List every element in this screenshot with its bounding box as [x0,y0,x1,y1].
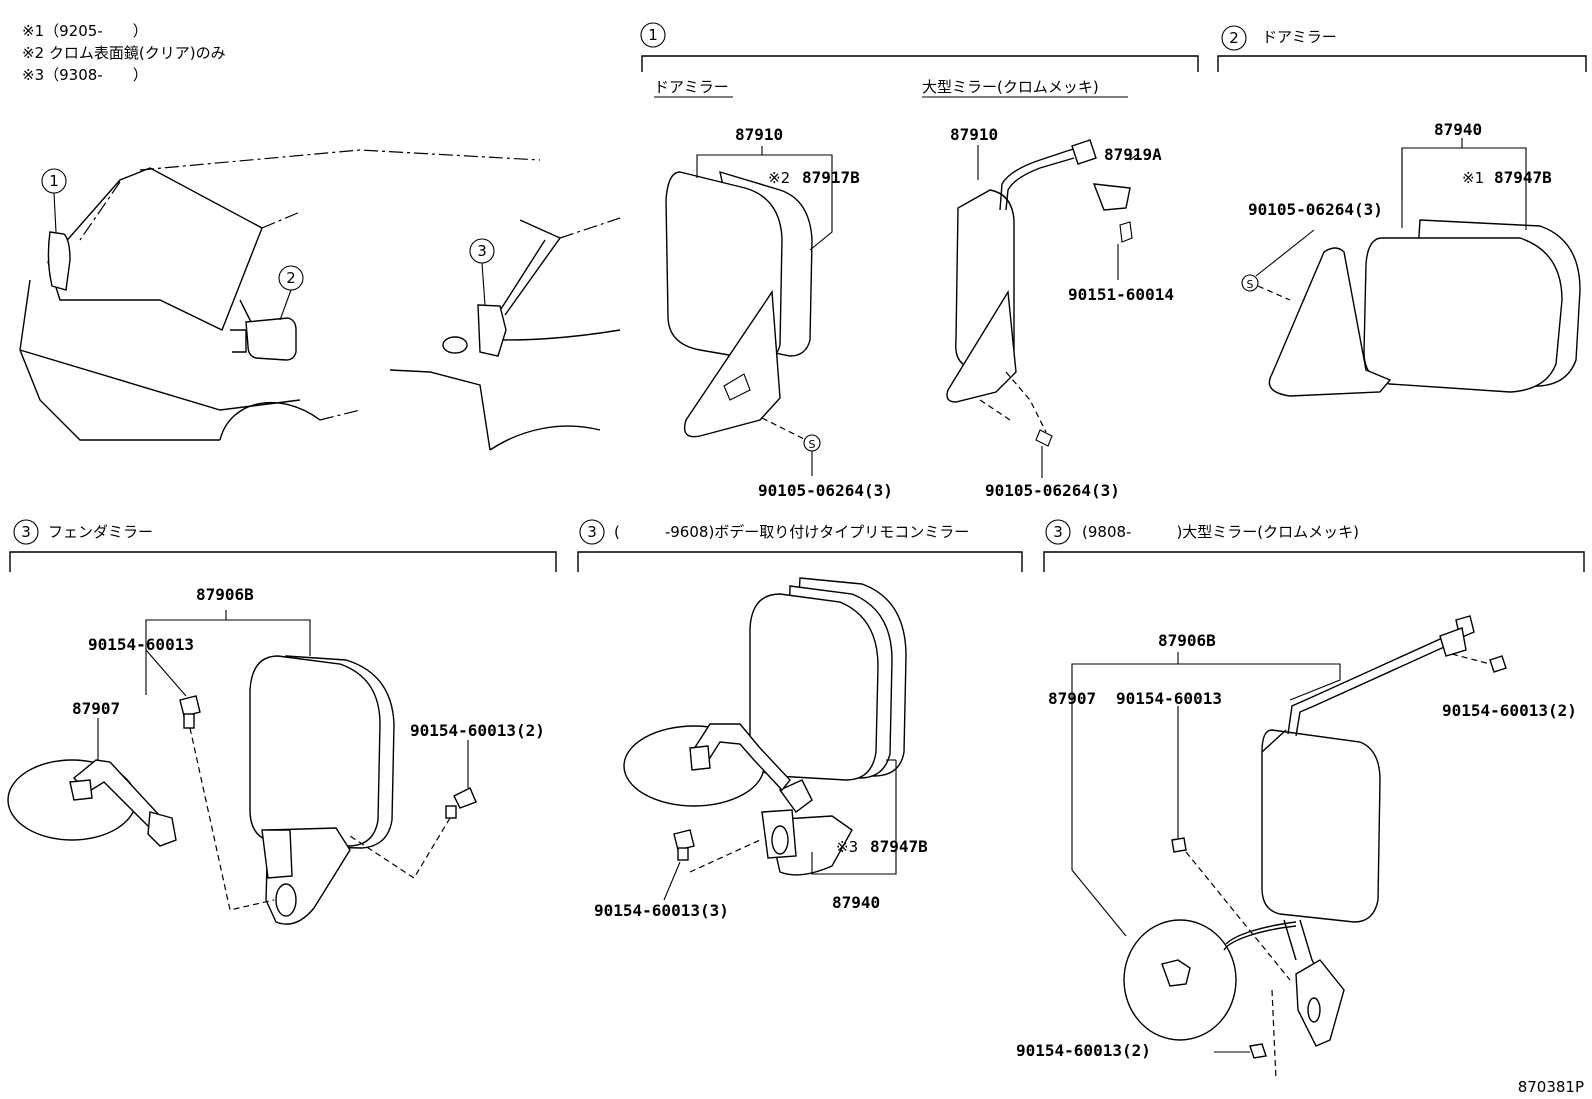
label-87947B-a: 87947B [1494,168,1552,187]
note-1: ※1（9205- ） [22,22,148,40]
label-87917B: 87917B [802,168,860,187]
section-2-number: 2 [1229,29,1239,47]
section-3a-title: フェンダミラー [48,523,153,541]
section-3b-title: ( -9608)ボデー取り付けタイプリモコンミラー [614,523,969,541]
screw-symbol-s1a: S [809,438,816,451]
section-3c: 3 (9808- )大型ミラー(クロムメッキ) [1043,519,1585,572]
label-87910-b: 87910 [950,125,998,144]
s1a-door-mirror: S [665,146,833,476]
label-87907-a: 87907 [72,699,120,718]
s3a-fender-mirror [7,610,477,925]
section-1a-title: ドアミラー [654,78,729,96]
label-90154-60013-3: 90154-60013(3) [594,901,729,920]
label-90154-60013-2a: 90154-60013(2) [410,721,545,740]
note-2: ※2 クロム表面鏡(クリア)のみ [22,44,226,62]
vehicle-side-view: 3 [389,217,621,451]
s2-door-mirror: S [1241,138,1581,397]
section-3b-number: 3 [587,523,597,541]
section-3c-title: (9808- )大型ミラー(クロムメッキ) [1082,523,1359,541]
callout-1: 1 [49,172,59,190]
section-1b-title: 大型ミラー(クロムメッキ) [922,78,1099,96]
s1b-large-mirror [946,139,1139,478]
label-90154-60013-2c: 90154-60013(2) [1016,1041,1151,1060]
label-90154-60013-b: 90154-60013 [1116,689,1222,708]
label-87940-a: 87940 [1434,120,1482,139]
section-3a: 3 フェンダミラー [9,519,557,572]
label-90154-60013-a: 90154-60013 [88,635,194,654]
label-87947B-b: 87947B [870,837,928,856]
s3b-remote-mirror [623,577,907,901]
label-90105-06264-c: 90105-06264(3) [1248,200,1383,219]
label-90151-60014: 90151-60014 [1068,285,1174,304]
section-3b: 3 ( -9608)ボデー取り付けタイプリモコンミラー [577,519,1023,572]
section-3a-number: 3 [21,523,31,541]
label-mark-2: ※2 [768,169,790,187]
label-90154-60013-2b: 90154-60013(2) [1442,701,1577,720]
label-87910-a: 87910 [735,125,783,144]
label-87906B-a: 87906B [196,585,254,604]
label-87940-b: 87940 [832,893,880,912]
section-2-title: ドアミラー [1262,28,1337,46]
label-90105-06264-b: 90105-06264(3) [985,481,1120,500]
label-87906B-b: 87906B [1158,631,1216,650]
label-mark-3: ※3 [836,838,858,856]
callout-3: 3 [477,242,487,260]
note-3: ※3（9308- ） [22,66,148,84]
vehicle-overview: 1 2 [19,149,541,441]
diagram-id: 870381P [1518,1078,1584,1096]
section-3c-number: 3 [1053,523,1063,541]
label-mark-1: ※1 [1462,169,1484,187]
callout-2: 2 [286,269,296,287]
section-1-number: 1 [648,26,658,44]
label-90105-06264-a: 90105-06264(3) [758,481,893,500]
label-87919A: 87919A [1104,145,1162,164]
screw-symbol-s2: S [1247,278,1254,291]
label-87907-b: 87907 [1048,689,1096,708]
section-2: 2 ドアミラー [1217,25,1587,72]
section-1: 1 ドアミラー 大型ミラー(クロムメッキ) [640,22,1199,98]
s3c-large-mirror [1071,615,1507,1081]
